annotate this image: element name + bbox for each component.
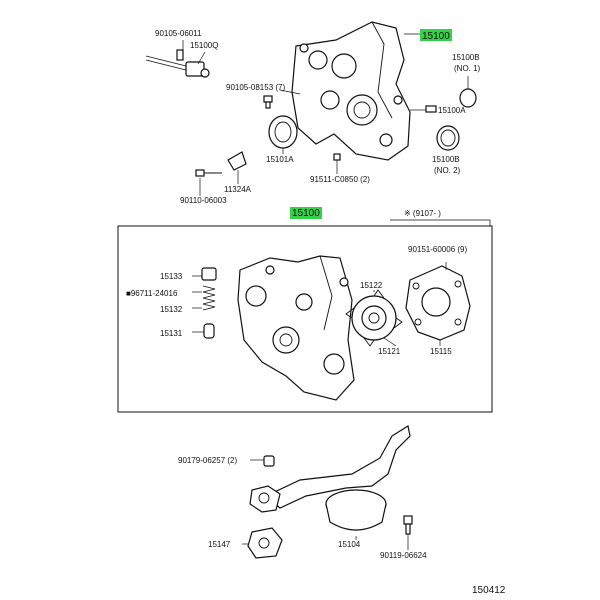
label-96711-24016: ■96711-24016	[126, 289, 178, 298]
bolt-91511-c0850	[333, 153, 341, 161]
assembly-frame	[117, 225, 493, 413]
label-15133: 15133	[160, 272, 183, 281]
spring-15132	[202, 285, 216, 311]
driven-rotor-15121	[361, 305, 387, 331]
label-date-range: ※ (9107- )	[404, 209, 441, 218]
label-15121: 15121	[378, 347, 401, 356]
label-90119-06624: 90119-06624	[380, 551, 427, 560]
label-no1: (NO. 1)	[454, 64, 481, 73]
label-15132: 15132	[160, 305, 183, 314]
label-91511-c0850: 91511-C0850 (2)	[310, 175, 370, 184]
part-11324a	[227, 151, 247, 171]
oil-pump-body-mid-15100	[237, 255, 355, 401]
bolt-90110-06003	[195, 169, 222, 177]
nut-90179-06257	[263, 455, 275, 467]
bolt-90105-08153	[263, 95, 273, 109]
label-11324a: 11324A	[224, 185, 252, 194]
bolt-90105-06011	[176, 49, 184, 61]
label-15147: 15147	[208, 540, 231, 549]
bolt-90119-06624	[403, 515, 413, 535]
label-15131: 15131	[160, 329, 183, 338]
gasket-15147	[247, 527, 283, 559]
oil-seal-15101a	[268, 115, 298, 149]
date-range-bracket	[390, 219, 491, 226]
highlight-15100-mid	[290, 207, 322, 219]
label-15100q: 15100Q	[190, 41, 218, 50]
label-15100a: 15100A	[438, 106, 466, 115]
label-90151-60006: 90151-60006 (9)	[408, 245, 467, 254]
label-90179-06257: 90179-06257 (2)	[178, 456, 237, 465]
label-15101a: 15101A	[266, 155, 294, 164]
label-15104: 15104	[338, 540, 361, 549]
plug-15100a	[425, 105, 437, 113]
leader-90105-08153	[279, 89, 301, 95]
strainer-15104	[249, 425, 411, 531]
label-90105-08153: 90105-08153 (7)	[226, 83, 285, 92]
o-ring-15100b-no1	[459, 88, 477, 108]
pump-cover-15115	[405, 265, 471, 341]
label-15122: 15122	[360, 281, 383, 290]
label-figure-number: 150412	[472, 585, 506, 596]
oil-pump-body-top-15100	[291, 21, 411, 161]
label-15115: 15115	[430, 347, 452, 356]
o-ring-15100b-no2	[436, 125, 460, 151]
label-15100b-no2: 15100B	[432, 155, 460, 164]
leader-15121	[383, 337, 397, 347]
leader-15100q	[197, 51, 206, 65]
label-90110-06003: 90110-06003	[180, 196, 227, 205]
oil-pressure-sender-15100q	[145, 55, 210, 78]
plug-15133	[201, 267, 217, 281]
label-15100-top: 15100	[422, 31, 450, 42]
label-15100b-no1: 15100B	[452, 53, 480, 62]
label-90105-06011: 90105-06011	[155, 29, 202, 38]
highlight-15100-top	[420, 29, 452, 41]
valve-15131	[203, 323, 215, 339]
label-no2: (NO. 2)	[434, 166, 461, 175]
label-15100-mid: 15100	[292, 208, 320, 219]
